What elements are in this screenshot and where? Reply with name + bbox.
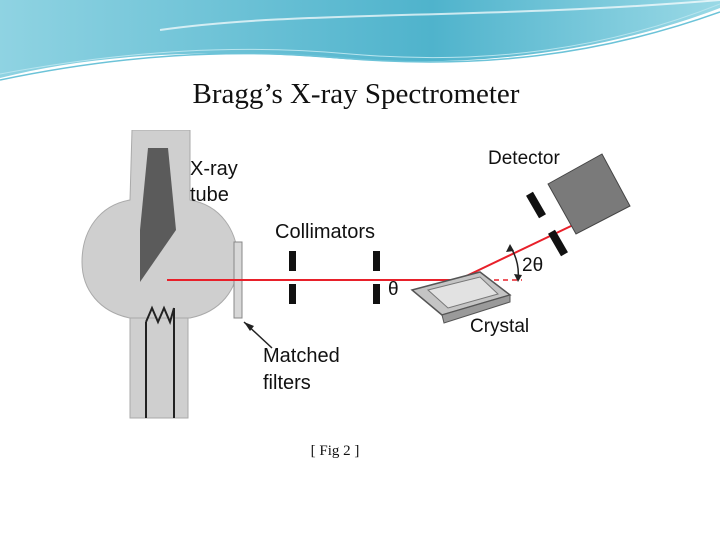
diffracted-beam: [457, 215, 593, 281]
label-detector: Detector: [488, 148, 560, 169]
collimator-slit: [373, 251, 380, 271]
crystal: [410, 271, 512, 324]
bragg-spectrometer-diagram: X-ray tube Collimators Detector Crystal …: [81, 130, 631, 419]
label-matched-filters: Matched: [263, 345, 340, 367]
label-xray-tube: tube: [190, 184, 229, 206]
slide-title: Bragg’s X-ray Spectrometer: [192, 78, 520, 110]
figure-caption: [ Fig 2 ]: [310, 443, 360, 459]
collimator-slit: [289, 251, 296, 271]
detector-slit: [548, 229, 568, 257]
label-theta: θ: [388, 279, 399, 300]
filament: [145, 305, 175, 325]
detector-slit: [526, 191, 546, 219]
label-crystal: Crystal: [470, 316, 529, 337]
label-matched-filters: filters: [263, 372, 311, 394]
header-wave-decoration: [0, 0, 720, 81]
anode: [140, 148, 176, 282]
collimator-slit: [373, 284, 380, 304]
detector: [526, 153, 631, 257]
label-two-theta: 2θ: [522, 255, 543, 276]
xray-tube: [81, 130, 239, 419]
collimator-slit: [289, 284, 296, 304]
label-collimators: Collimators: [275, 221, 375, 243]
label-xray-tube: X-ray: [190, 158, 238, 180]
